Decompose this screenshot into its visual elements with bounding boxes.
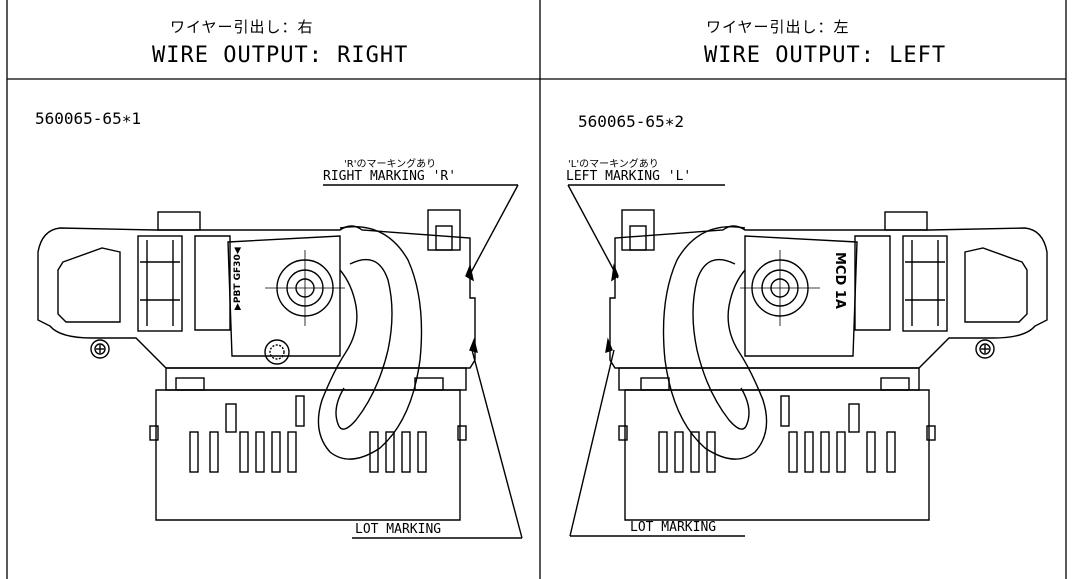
connector-right-output: ▶PBT GF30◀ <box>37 184 523 539</box>
right-part-number: 560065-65∗2 <box>578 112 684 131</box>
right-marking-note-en: LEFT MARKING 'L' <box>566 169 692 184</box>
right-lot-marking-note: LOT MARKING <box>630 520 717 535</box>
left-marking-note-jp: 'R'のマーキングあり <box>344 159 437 170</box>
left-header-en: WIRE OUTPUT: RIGHT <box>152 43 409 68</box>
left-header-jp: ワイヤー引出し：右 <box>170 18 314 36</box>
left-arm-print: ▶PBT GF30◀ <box>233 247 243 310</box>
right-header-jp: ワイヤー引出し：左 <box>706 18 850 36</box>
left-lot-marking-note: LOT MARKING <box>355 522 442 537</box>
right-arm-print: MCD 1A <box>832 252 847 309</box>
connector-left-output: MCD 1A <box>567 184 1048 537</box>
right-marking-note-jp: 'L'のマーキングあり <box>568 159 659 170</box>
right-header-en: WIRE OUTPUT: LEFT <box>704 43 947 68</box>
left-marking-note-en: RIGHT MARKING 'R' <box>323 169 457 184</box>
left-part-number: 560065-65∗1 <box>35 109 141 128</box>
